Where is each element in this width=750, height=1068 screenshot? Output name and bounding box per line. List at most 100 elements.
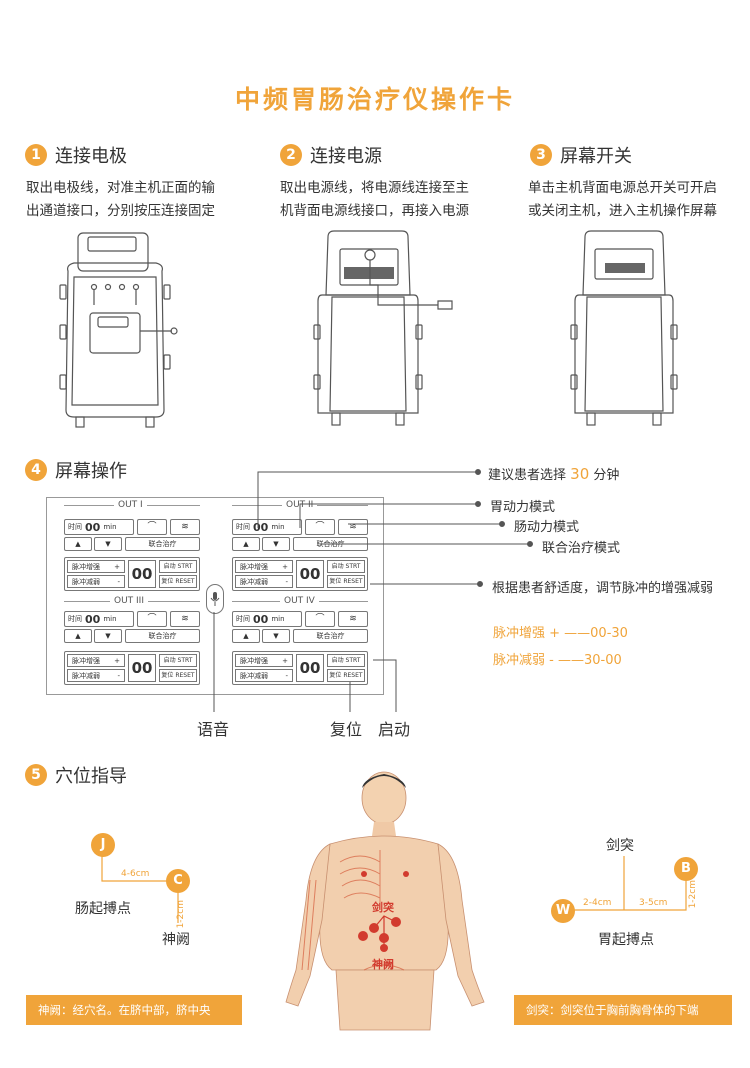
gastric-mode-button[interactable]: ⌒ (305, 519, 335, 535)
step-4-number: 4 (25, 459, 47, 481)
channel-block-3: OUT III 时间 00 min ⌒ ≋ ▲ ▼ 联合治疗 脉冲增强+ 脉冲减… (64, 596, 200, 689)
step-3-title: 屏幕开关 (560, 146, 632, 167)
combined-therapy-button[interactable]: 联合治疗 (293, 629, 368, 643)
down-button[interactable]: ▼ (94, 629, 122, 643)
up-button[interactable]: ▲ (232, 629, 260, 643)
control-panel: OUT I 时间 00 min ⌒ ≋ ▲ ▼ 联合治疗 脉冲增强+ 脉冲减弱-… (46, 497, 384, 695)
time-unit: min (271, 615, 285, 623)
pulse-down-label: 脉冲减弱 (240, 577, 268, 586)
distance-label: 4-6cm (121, 869, 150, 879)
up-button[interactable]: ▲ (64, 537, 92, 551)
step-2-header: 2 连接电源 (280, 142, 382, 168)
step-2-number: 2 (280, 144, 302, 166)
down-button[interactable]: ▼ (94, 537, 122, 551)
pulse-up-label: 脉冲增强 (72, 562, 100, 571)
suggest-post: 分钟 (593, 468, 620, 483)
combined-therapy-button[interactable]: 联合治疗 (125, 629, 200, 643)
step-1-header: 1 连接电极 (25, 142, 127, 168)
body-jiantu-label: 剑突 (372, 901, 394, 914)
start-button[interactable]: 启动 STRT (327, 654, 365, 667)
time-label: 时间 (236, 523, 250, 531)
intensity-display: 00 (296, 560, 324, 588)
down-button[interactable]: ▼ (262, 537, 290, 551)
step-3-desc-line: 或关闭主机，进入主机操作屏幕 (528, 203, 717, 219)
combined-therapy-button[interactable]: 联合治疗 (125, 537, 200, 551)
up-button[interactable]: ▲ (64, 629, 92, 643)
human-body-illustration (285, 771, 485, 1031)
pulse-up-label: 脉冲增强 (72, 656, 100, 665)
pulse-down-button[interactable]: 脉冲减弱- (67, 575, 125, 588)
reset-button[interactable]: 复位 RESET (327, 575, 365, 588)
device-front-illustration (59, 232, 178, 428)
distance-label: 3-5cm (639, 898, 668, 908)
reset-button[interactable]: 复位 RESET (327, 669, 365, 682)
time-unit: min (271, 523, 285, 531)
pulse-up-label: 脉冲增强 (240, 656, 268, 665)
pulse-up-button[interactable]: 脉冲增强 + (235, 654, 293, 667)
step-1-number: 1 (25, 144, 47, 166)
channel-block-1: OUT I 时间 00 min ⌒ ≋ ▲ ▼ 联合治疗 脉冲增强+ 脉冲减弱-… (64, 500, 200, 593)
step-4-header: 4 屏幕操作 (25, 457, 127, 483)
device-switch-illustration (570, 230, 678, 426)
up-button[interactable]: ▲ (232, 537, 260, 551)
plus-sign: + (282, 562, 288, 571)
distance-label: 2-4cm (583, 898, 612, 908)
point-j-marker: J (91, 833, 115, 857)
voice-button[interactable] (206, 584, 224, 614)
pulse-down-button[interactable]: 脉冲减弱- (235, 669, 293, 682)
step-5-number: 5 (25, 764, 47, 786)
plus-sign: + (282, 656, 288, 665)
gastric-mode-button[interactable]: ⌒ (305, 611, 335, 627)
suggest-pre: 建议患者选择 (488, 468, 567, 483)
intestinal-mode-button[interactable]: ≋ (170, 611, 200, 627)
minus-sign: - (117, 577, 120, 586)
step-2-desc-line: 取出电源线，将电源线连接至主 (280, 180, 469, 196)
step-2-title: 连接电源 (310, 146, 382, 167)
step-2-description: 取出电源线，将电源线连接至主 机背面电源线接口，再接入电源 (280, 177, 500, 223)
step-1-desc-line: 取出电极线，对准主机正面的输 (26, 180, 215, 196)
pulse-down-button[interactable]: 脉冲减弱- (235, 575, 293, 588)
step-3-description: 单击主机背面电源总开关可开启 或关闭主机，进入主机操作屏幕 (528, 177, 748, 223)
gastric-mode-annotation: 胃动力模式 (490, 500, 556, 515)
time-label: 时间 (68, 615, 82, 623)
gastric-mode-button[interactable]: ⌒ (137, 611, 167, 627)
pulse-up-button[interactable]: 脉冲增强+ (67, 654, 125, 667)
channel-label: OUT IV (280, 596, 319, 606)
time-value: 00 (253, 612, 269, 626)
start-button[interactable]: 启动 STRT (159, 560, 197, 573)
point-c-marker: C (166, 869, 190, 893)
pulse-box (232, 557, 368, 591)
note-right: 剑突：剑突位于胸前胸骨体的下端 (514, 995, 732, 1025)
pulse-up-button[interactable]: 脉冲增强+ (235, 560, 293, 573)
pulse-down-range: 脉冲减弱 - ——30-00 (493, 653, 622, 668)
pulse-up-button[interactable]: 脉冲增强+ (67, 560, 125, 573)
intensity-display: 00 (296, 654, 324, 682)
start-button[interactable]: 启动 STRT (327, 560, 365, 573)
time-value: 00 (253, 520, 269, 534)
intestinal-mode-button[interactable]: ≋ (338, 519, 368, 535)
step-1-desc-line: 出通道接口，分别按压连接固定 (26, 203, 215, 219)
body-shenque-label: 神阙 (372, 958, 394, 971)
note-left: 神阙：经穴名。在脐中部，脐中央 (26, 995, 242, 1025)
channel-label: OUT III (110, 596, 148, 606)
voice-label: 语音 (197, 720, 230, 739)
down-button[interactable]: ▼ (262, 629, 290, 643)
pulse-box (232, 651, 368, 685)
reset-button[interactable]: 复位 RESET (159, 669, 197, 682)
start-button[interactable]: 启动 STRT (159, 654, 197, 667)
pulse-down-label: 脉冲减弱 (240, 671, 268, 680)
gastric-mode-button[interactable]: ⌒ (137, 519, 167, 535)
pulse-down-button[interactable]: 脉冲减弱- (67, 669, 125, 682)
channel-label: OUT I (114, 500, 147, 510)
step-1-description: 取出电极线，对准主机正面的输 出通道接口，分别按压连接固定 (26, 177, 246, 223)
intestinal-mode-button[interactable]: ≋ (338, 611, 368, 627)
step-3-desc-line: 单击主机背面电源总开关可开启 (528, 180, 717, 196)
point-b-marker: B (674, 857, 698, 881)
distance-label: 1-2cm (176, 900, 186, 929)
step-5-header: 5 穴位指导 (25, 762, 127, 788)
start-label: 启动 (378, 720, 411, 739)
suggest-number: 30 (570, 465, 590, 483)
reset-button[interactable]: 复位 RESET (159, 575, 197, 588)
intestinal-mode-button[interactable]: ≋ (170, 519, 200, 535)
pulse-box (64, 651, 200, 685)
